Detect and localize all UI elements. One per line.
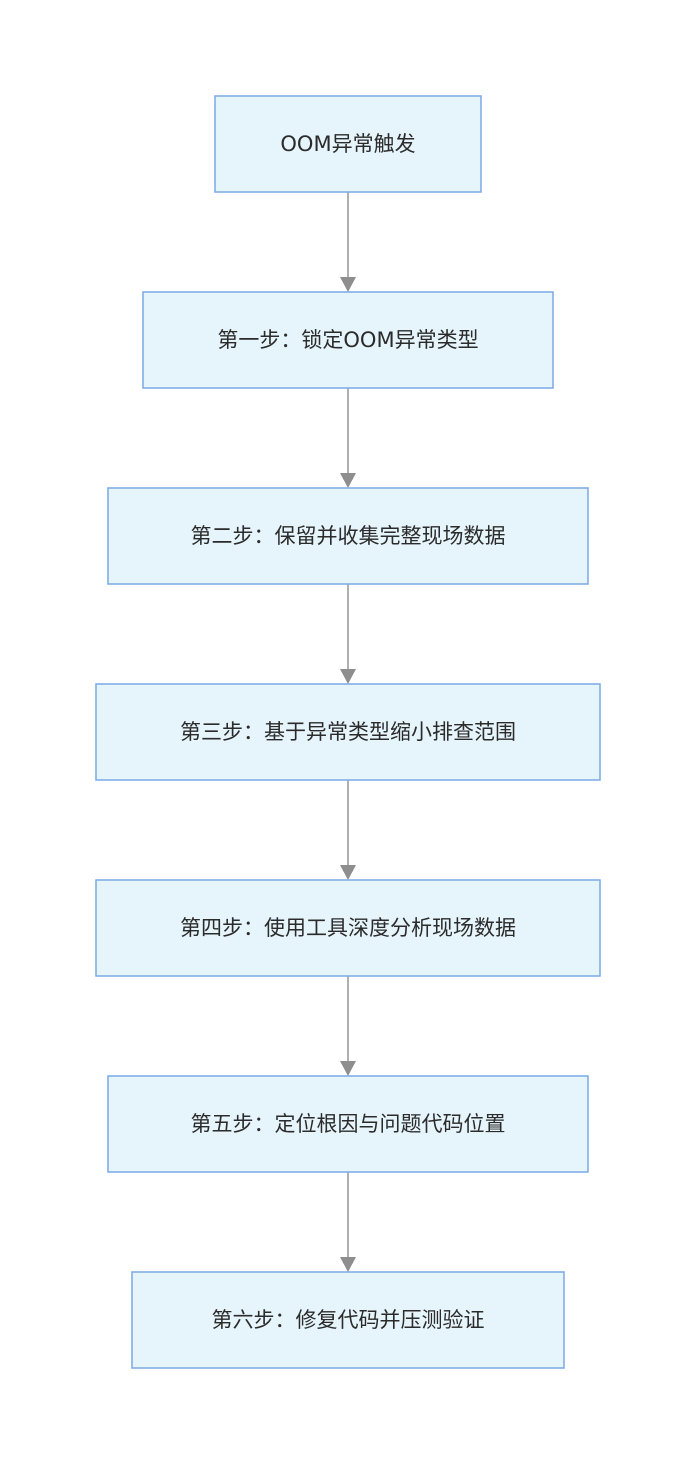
flow-node-step3: 第三步：基于异常类型缩小排查范围: [95, 683, 601, 781]
arrowhead-icon: [340, 1257, 356, 1272]
edge-step4-to-step5: [340, 976, 356, 1076]
arrowhead-icon: [340, 277, 356, 292]
node-label-start: OOM异常触发: [280, 132, 415, 156]
edge-step5-to-step6: [340, 1172, 356, 1272]
nodes-layer: OOM异常触发 第一步：锁定OOM异常类型 第二步：保留并收集完整现场数据 第三…: [95, 95, 601, 1369]
flow-node-start: OOM异常触发: [214, 95, 482, 193]
flow-node-step5: 第五步：定位根因与问题代码位置: [107, 1075, 589, 1173]
node-label-step5: 第五步：定位根因与问题代码位置: [191, 1112, 506, 1136]
arrowhead-icon: [340, 669, 356, 684]
edge-step2-to-step3: [340, 584, 356, 684]
node-label-step2: 第二步：保留并收集完整现场数据: [191, 524, 506, 548]
edges-layer: [340, 192, 356, 1272]
node-label-step3: 第三步：基于异常类型缩小排查范围: [180, 720, 516, 744]
flow-node-step4: 第四步：使用工具深度分析现场数据: [95, 879, 601, 977]
arrowhead-icon: [340, 1061, 356, 1076]
node-label-step6: 第六步：修复代码并压测验证: [212, 1308, 485, 1332]
edge-start-to-step1: [340, 192, 356, 292]
edge-step3-to-step4: [340, 780, 356, 880]
node-box: [95, 879, 601, 977]
flow-node-step2: 第二步：保留并收集完整现场数据: [107, 487, 589, 585]
node-box: [214, 95, 482, 193]
node-box: [142, 291, 554, 389]
node-box: [95, 683, 601, 781]
node-label-step4: 第四步：使用工具深度分析现场数据: [180, 916, 516, 940]
arrowhead-icon: [340, 473, 356, 488]
edge-step1-to-step2: [340, 388, 356, 488]
flow-node-step1: 第一步：锁定OOM异常类型: [142, 291, 554, 389]
flow-node-step6: 第六步：修复代码并压测验证: [131, 1271, 565, 1369]
node-box: [131, 1271, 565, 1369]
node-box: [107, 1075, 589, 1173]
node-box: [107, 487, 589, 585]
arrowhead-icon: [340, 865, 356, 880]
node-label-step1: 第一步：锁定OOM异常类型: [217, 328, 478, 352]
